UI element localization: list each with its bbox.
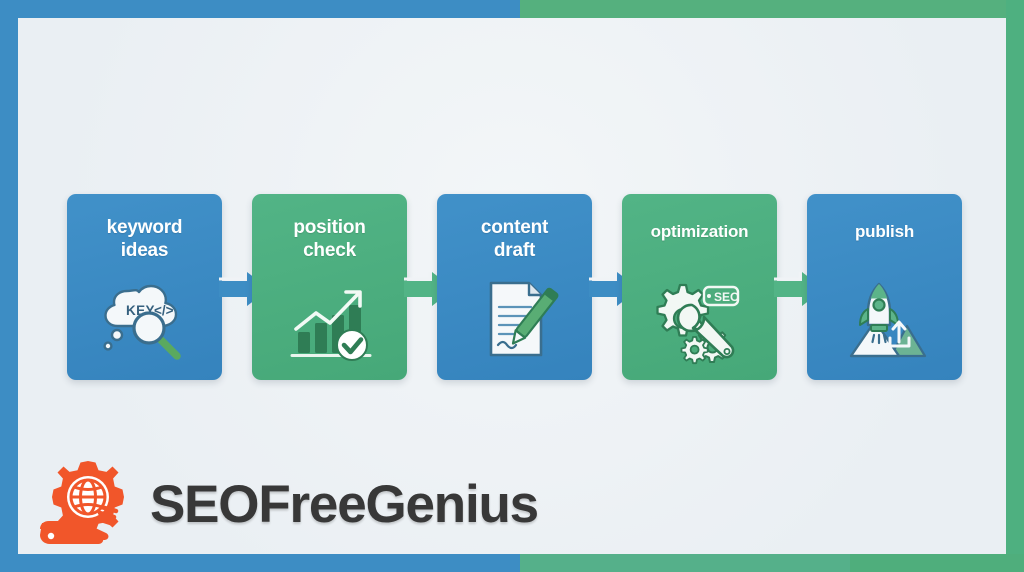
step-label-line1: content [480,217,549,238]
frame-border-left [0,0,18,572]
gear-globe-on-hand-icon [36,457,140,551]
step-label-line2: check [303,240,356,261]
step-label-content-draft: content draft [443,216,586,262]
step-label-line1: position [293,217,366,238]
document-pencil-icon [437,274,592,366]
gears-wrench-seo-icon: SEO [622,274,777,366]
thought-cloud-magnifier-icon: KEY </> [67,274,222,366]
step-label-position-check: position check [258,216,401,262]
seo-tag-text: SEO [714,290,739,304]
brand-logo: SEOFreeGenius [36,456,539,552]
step-label-line2: draft [493,240,536,261]
frame-border-bottom-right [850,554,1024,572]
step-label-line2: ideas [120,240,169,261]
svg-text:</>: </> [154,303,174,318]
step-label-line1: publish [854,222,915,241]
frame-border-right [1006,0,1024,572]
slide-canvas: keyword ideas KEY </> [18,18,1006,554]
pipeline-step-content-draft[interactable]: content draft [437,194,592,380]
bar-chart-uptrend-check-icon [252,274,407,366]
pipeline-step-keyword-ideas[interactable]: keyword ideas KEY </> [67,194,222,380]
seo-workflow-pipeline: keyword ideas KEY </> [67,194,962,380]
brand-name: SEOFreeGenius [150,474,539,534]
pipeline-step-optimization[interactable]: optimization [622,194,777,380]
frame-border-bottom-left [0,554,520,572]
frame-border-top-left [0,0,520,18]
frame-border-bottom-mid [520,554,850,572]
step-label-line1: optimization [650,222,749,241]
rocket-mountain-upload-icon [807,274,962,366]
step-label-publish: publish [813,220,956,243]
step-label-line1: keyword [106,217,183,238]
step-label-keyword-ideas: keyword ideas [73,216,216,262]
pipeline-step-publish[interactable]: publish [807,194,962,380]
pipeline-step-position-check[interactable]: position check [252,194,407,380]
step-label-optimization: optimization [628,220,771,243]
frame-border-top-right [520,0,1024,18]
